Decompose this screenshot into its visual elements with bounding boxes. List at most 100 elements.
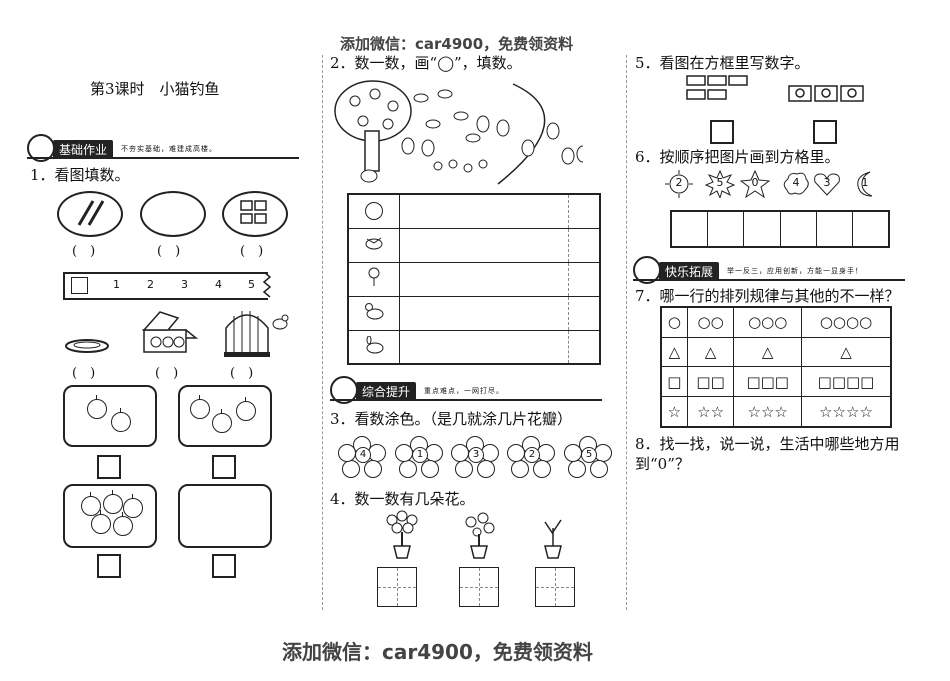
petal[interactable] bbox=[564, 444, 582, 462]
petal[interactable] bbox=[477, 460, 495, 478]
section-banner-basic: 基础作业 不夯实基础，难建成高楼。 bbox=[27, 134, 299, 162]
petal[interactable] bbox=[568, 460, 586, 478]
pattern-cell: □□ bbox=[686, 366, 735, 398]
ruler-number: 2 bbox=[147, 278, 154, 291]
sequence-cell[interactable] bbox=[817, 212, 853, 246]
shape-number: 4 bbox=[792, 176, 800, 189]
section-banner-happy: 快乐拓展 举一反三，应用创新，方能一显身手！ bbox=[633, 256, 905, 284]
pattern-cell: ☆ bbox=[660, 396, 688, 428]
sequence-cell[interactable] bbox=[781, 212, 817, 246]
shape-number: 5 bbox=[716, 176, 724, 189]
draw-cell[interactable] bbox=[399, 296, 569, 331]
petal[interactable] bbox=[533, 460, 551, 478]
answer-oval bbox=[57, 191, 123, 237]
answer-paren: ( ) bbox=[230, 366, 254, 381]
column-divider bbox=[626, 55, 627, 610]
section-subtitle: 不夯实基础，难建成高楼。 bbox=[121, 145, 218, 153]
petal[interactable] bbox=[338, 444, 356, 462]
flower-to-color[interactable]: 4 bbox=[336, 436, 386, 478]
sequence-cell[interactable] bbox=[744, 212, 781, 246]
petal[interactable] bbox=[364, 460, 382, 478]
petal[interactable] bbox=[590, 460, 608, 478]
petal[interactable] bbox=[511, 460, 529, 478]
pattern-cell: △ bbox=[686, 336, 735, 368]
draw-cell[interactable] bbox=[399, 262, 569, 297]
answer-oval bbox=[140, 191, 206, 237]
pencils-icon bbox=[77, 200, 105, 226]
apple-box-icon bbox=[141, 311, 199, 353]
answer-box[interactable] bbox=[212, 455, 236, 479]
ruler-number: 1 bbox=[113, 278, 120, 291]
sequence-cell[interactable] bbox=[708, 212, 745, 246]
petal[interactable] bbox=[421, 460, 439, 478]
answer-box[interactable] bbox=[97, 455, 121, 479]
sequence-cell[interactable] bbox=[853, 212, 888, 246]
draw-cell[interactable] bbox=[399, 330, 569, 364]
flower-number: 2 bbox=[524, 447, 540, 463]
pattern-row[interactable]: △△△△ bbox=[660, 336, 892, 368]
pattern-row[interactable]: ○○○○○○○○○○ bbox=[660, 306, 892, 338]
draw-cell[interactable] bbox=[399, 194, 569, 229]
answer-grid-cell[interactable] bbox=[535, 567, 575, 607]
flower-to-color[interactable]: 5 bbox=[562, 436, 612, 478]
apple-icon bbox=[81, 492, 101, 516]
apple-icon bbox=[87, 395, 107, 419]
flower-to-color[interactable]: 2 bbox=[505, 436, 555, 478]
shape-number: 1 bbox=[861, 176, 869, 189]
petal[interactable] bbox=[399, 460, 417, 478]
burst-shape-icon: 5 bbox=[704, 169, 736, 200]
birdcage-icon bbox=[224, 311, 289, 357]
flower-icon bbox=[348, 262, 400, 297]
count-cell[interactable] bbox=[568, 228, 600, 263]
ruler-number: 5 bbox=[248, 278, 255, 291]
apple-icon bbox=[123, 494, 143, 518]
potted-plant-empty-icon bbox=[544, 519, 562, 559]
answer-grid-cell[interactable] bbox=[377, 567, 417, 607]
pattern-row[interactable]: ☆☆☆☆☆☆☆☆☆☆ bbox=[660, 396, 892, 428]
answer-box[interactable] bbox=[813, 120, 837, 144]
section-banner-combined: 综合提升 重点难点，一网打尽。 bbox=[330, 376, 602, 404]
column-divider bbox=[322, 55, 323, 610]
erasers-group-icon bbox=[686, 75, 748, 100]
flower-to-color[interactable]: 3 bbox=[449, 436, 499, 478]
rabbit-icon bbox=[348, 330, 400, 364]
petal[interactable] bbox=[451, 444, 469, 462]
counting-table bbox=[347, 193, 601, 365]
count-cell[interactable] bbox=[568, 296, 600, 331]
count-cell[interactable] bbox=[568, 262, 600, 297]
ruler-torn-edge bbox=[262, 272, 272, 298]
pattern-cell: ○ bbox=[660, 306, 688, 338]
petal[interactable] bbox=[455, 460, 473, 478]
apple-group-box bbox=[178, 385, 272, 447]
answer-box[interactable] bbox=[71, 277, 88, 294]
count-cell[interactable] bbox=[568, 194, 600, 229]
pattern-cell: ○○ bbox=[686, 306, 735, 338]
section-label: 快乐拓展 bbox=[659, 261, 720, 281]
question-5: 5．看图在方框里写数字。 bbox=[635, 54, 810, 72]
pattern-row[interactable]: □□□□□□□□□□ bbox=[660, 366, 892, 398]
apple-group-box bbox=[63, 484, 157, 548]
answer-paren: ( ) bbox=[155, 366, 179, 381]
petal[interactable] bbox=[395, 444, 413, 462]
answer-box[interactable] bbox=[97, 554, 121, 578]
heart-shape-icon: 3 bbox=[812, 170, 842, 198]
pattern-table: ○○○○○○○○○○△△△△□□□□□□□□□□☆☆☆☆☆☆☆☆☆☆ bbox=[660, 306, 892, 428]
petal[interactable] bbox=[507, 444, 525, 462]
answer-box[interactable] bbox=[212, 554, 236, 578]
sequence-cell[interactable] bbox=[672, 212, 709, 246]
petal[interactable] bbox=[342, 460, 360, 478]
count-cell[interactable] bbox=[569, 330, 601, 364]
question-8: 8．找一找，说一说，生活中哪些地方用到“0”？ bbox=[635, 435, 900, 473]
pattern-cell: △ bbox=[733, 336, 803, 368]
question-7: 7．哪一行的排列规律与其他的不一样？ bbox=[635, 287, 900, 305]
draw-cell[interactable] bbox=[399, 228, 569, 263]
apple-group-box-empty bbox=[178, 484, 272, 548]
answer-box[interactable] bbox=[710, 120, 734, 144]
flower-to-color[interactable]: 1 bbox=[393, 436, 443, 478]
ruler-number: 4 bbox=[215, 278, 222, 291]
sequence-grid bbox=[670, 210, 890, 248]
sharpeners-group-icon bbox=[788, 85, 864, 102]
potted-flower-icon bbox=[465, 512, 495, 559]
answer-grid-cell[interactable] bbox=[459, 567, 499, 607]
apple-icon bbox=[91, 510, 111, 534]
